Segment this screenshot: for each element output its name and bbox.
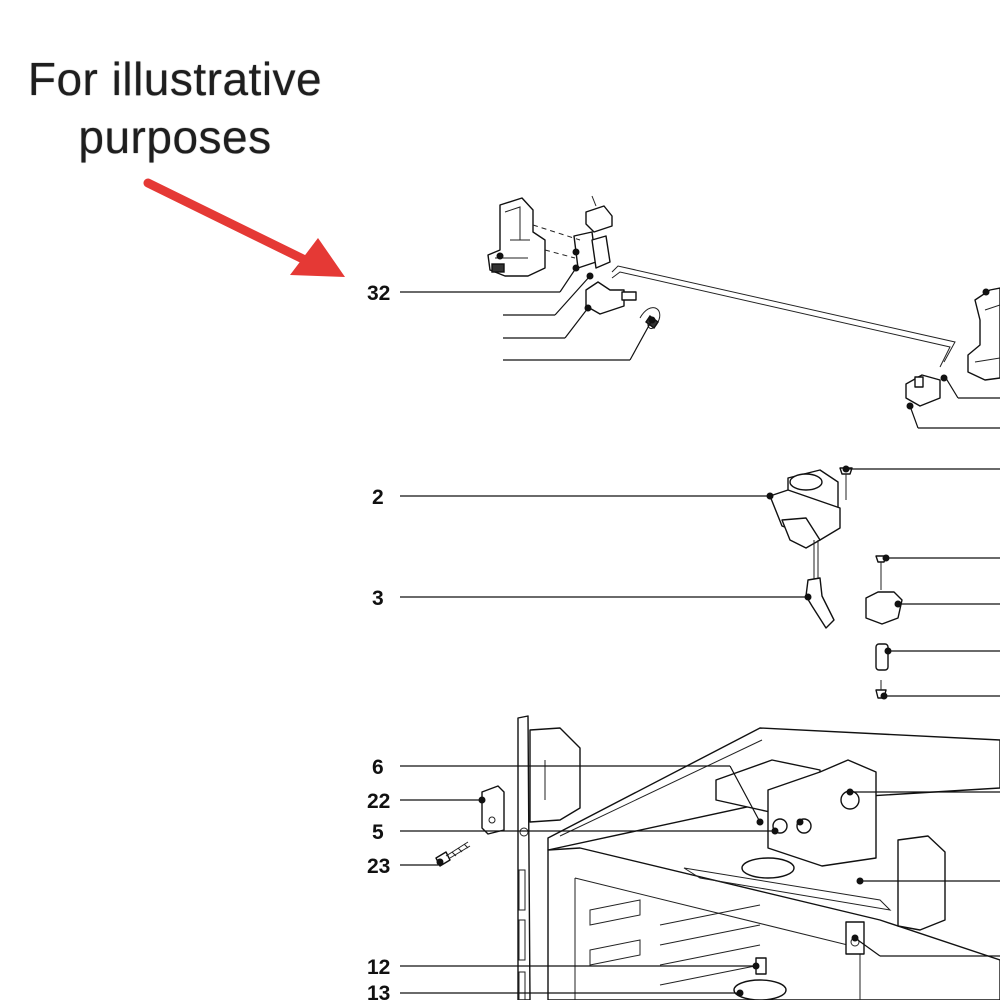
leader-lines-motor [400,465,1000,700]
callout-2: 2 [372,486,384,509]
leader-lines-cavity [400,765,1000,997]
illustrative-caption: For illustrative purposes [0,50,350,166]
caption-line-2: purposes [78,111,272,163]
callout-12: 12 [367,956,390,979]
callout-22: 22 [367,790,390,813]
leader-lines-latch [400,248,1000,429]
callout-13: 13 [367,982,390,1000]
caption-line-1: For illustrative [27,53,323,105]
callout-23: 23 [367,855,390,878]
red-pointer-arrow [143,178,345,277]
callout-32: 32 [367,282,390,305]
callout-5: 5 [372,821,384,844]
oven-cavity [517,715,1000,1000]
callout-6: 6 [372,756,384,779]
door-latch-assembly [487,195,1000,407]
callout-3: 3 [372,587,384,610]
callout-numbers: 32 2 3 6 22 5 23 12 13 [367,282,390,1000]
motor-assembly [769,467,853,629]
rotisserie-parts [865,555,903,699]
